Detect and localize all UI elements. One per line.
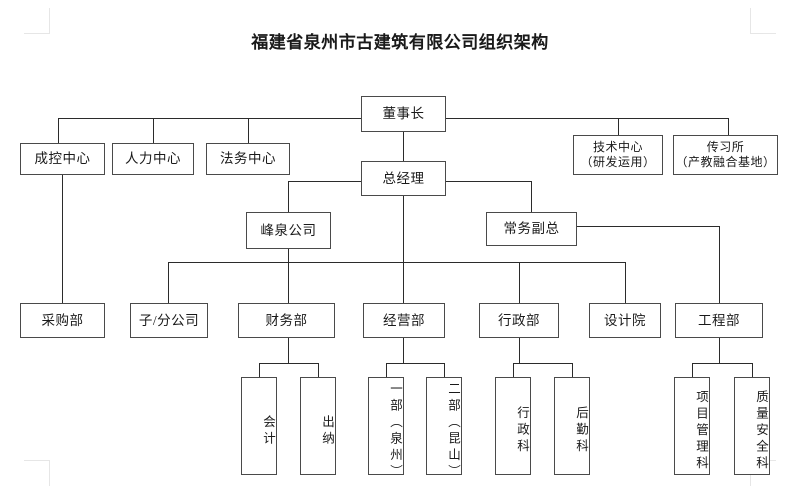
node-training-institute[interactable]: 传习所 （产教融合基地） (673, 135, 778, 175)
connector-drop-training-institute (728, 118, 729, 135)
connector-drop-tech-center (618, 118, 619, 135)
node-accounting-section-label: 会计 (261, 414, 275, 448)
node-logistics-section[interactable]: 后勤科 (554, 377, 590, 475)
connector-gm-right-arm (446, 181, 531, 182)
connector-drop-hr (153, 118, 154, 143)
node-design-institute[interactable]: 设计院 (589, 303, 661, 338)
connector-finance-stem (288, 338, 289, 363)
connector-fengquan-to-dept-bus (288, 249, 289, 263)
node-cost-control-center[interactable]: 成控中心 (20, 143, 105, 175)
connector-drop-division-one (386, 363, 387, 377)
connector-drop-quality-safety (752, 363, 753, 377)
connector-gm-to-deputy (531, 181, 532, 212)
node-operations-dept[interactable]: 经营部 (363, 303, 445, 338)
node-fengquan-company-label: 峰泉公司 (260, 222, 317, 238)
connector-chairman-bus-right (446, 118, 728, 119)
crop-mark-top-left (24, 8, 50, 34)
connector-drop-design-institute (625, 262, 626, 303)
connector-drop-division-two (444, 363, 445, 377)
connector-deputy-to-engineering (719, 226, 720, 303)
node-purchasing-dept-label: 采购部 (41, 312, 84, 328)
connector-chairman-bus-left (58, 118, 361, 119)
connector-chairman-to-gm (403, 132, 404, 161)
connector-drop-cost-control (58, 118, 59, 143)
node-cashier-section-label: 出纳 (320, 414, 334, 448)
node-finance-dept-label: 财务部 (265, 312, 308, 328)
node-training-institute-label: 传习所 （产教融合基地） (675, 140, 776, 169)
node-cashier-section[interactable]: 出纳 (300, 377, 336, 475)
node-executive-deputy-gm[interactable]: 常务副总 (486, 212, 577, 246)
node-admin-section[interactable]: 行政科 (495, 377, 531, 475)
node-design-institute-label: 设计院 (604, 312, 646, 328)
node-tech-center-label: 技术中心 （研发运用） (580, 140, 656, 169)
connector-administration-bus (513, 363, 572, 364)
connector-operations-stem (403, 338, 404, 363)
connector-drop-logistics-section (572, 363, 573, 377)
node-purchasing-dept[interactable]: 采购部 (20, 303, 105, 338)
node-hr-center[interactable]: 人力中心 (112, 143, 194, 175)
node-finance-dept[interactable]: 财务部 (238, 303, 335, 338)
connector-deputy-right-arm (577, 226, 719, 227)
node-engineering-dept-label: 工程部 (698, 312, 740, 328)
node-subsidiary-branch[interactable]: 子/分公司 (130, 303, 208, 338)
node-quality-safety-section[interactable]: 质量安全科 (734, 377, 770, 475)
node-tech-center[interactable]: 技术中心 （研发运用） (573, 135, 663, 175)
connector-gm-to-dept-bus (403, 196, 404, 263)
node-project-management-section[interactable]: 项目管理科 (674, 377, 710, 475)
connector-drop-cashier (318, 363, 319, 377)
node-logistics-section-label: 后勤科 (574, 406, 588, 456)
connector-administration-stem (519, 338, 520, 363)
connector-department-bus (168, 262, 625, 263)
node-quality-safety-section-label: 质量安全科 (754, 389, 768, 473)
connector-gm-left-arm (288, 181, 361, 182)
node-admin-section-label: 行政科 (515, 406, 529, 456)
connector-drop-project-management (692, 363, 693, 377)
connector-drop-subsidiary (168, 262, 169, 303)
page-title: 福建省泉州市古建筑有限公司组织架构 (251, 33, 549, 52)
node-legal-center[interactable]: 法务中心 (206, 143, 290, 175)
connector-drop-operations (403, 262, 404, 303)
node-administration-dept-label: 行政部 (498, 312, 540, 328)
connector-drop-admin-section (513, 363, 514, 377)
node-chairman-label: 董事长 (382, 106, 425, 121)
connector-drop-administration (519, 262, 520, 303)
connector-drop-accounting (259, 363, 260, 377)
node-cost-control-center-label: 成控中心 (34, 151, 91, 166)
connector-cost-control-to-purchasing (62, 175, 63, 303)
node-executive-deputy-gm-label: 常务副总 (503, 221, 560, 236)
node-general-manager-label: 总经理 (382, 170, 425, 186)
node-general-manager[interactable]: 总经理 (361, 161, 446, 196)
crop-mark-top-right (750, 8, 776, 34)
node-division-one-quanzhou-label: 一部（泉州） (388, 381, 402, 481)
node-legal-center-label: 法务中心 (220, 151, 276, 166)
node-fengquan-company[interactable]: 峰泉公司 (246, 212, 331, 249)
connector-finance-bus (259, 363, 318, 364)
node-project-management-section-label: 项目管理科 (694, 389, 708, 473)
connector-engineering-stem (719, 338, 720, 363)
connector-drop-legal (248, 118, 249, 143)
connector-operations-bus (386, 363, 444, 364)
node-operations-dept-label: 经营部 (383, 312, 425, 328)
node-hr-center-label: 人力中心 (125, 151, 181, 166)
node-division-two-kunshan[interactable]: 二部（昆山） (426, 377, 462, 481)
connector-gm-to-fengquan (288, 181, 289, 212)
node-administration-dept[interactable]: 行政部 (479, 303, 559, 338)
node-engineering-dept[interactable]: 工程部 (675, 303, 763, 338)
node-subsidiary-branch-label: 子/分公司 (138, 312, 200, 328)
node-accounting-section[interactable]: 会计 (241, 377, 277, 475)
node-division-one-quanzhou[interactable]: 一部（泉州） (368, 377, 404, 481)
connector-engineering-bus (692, 363, 752, 364)
node-chairman[interactable]: 董事长 (361, 96, 446, 132)
node-division-two-kunshan-label: 二部（昆山） (446, 381, 460, 481)
crop-mark-bottom-left (24, 460, 50, 486)
connector-drop-finance (288, 262, 289, 303)
